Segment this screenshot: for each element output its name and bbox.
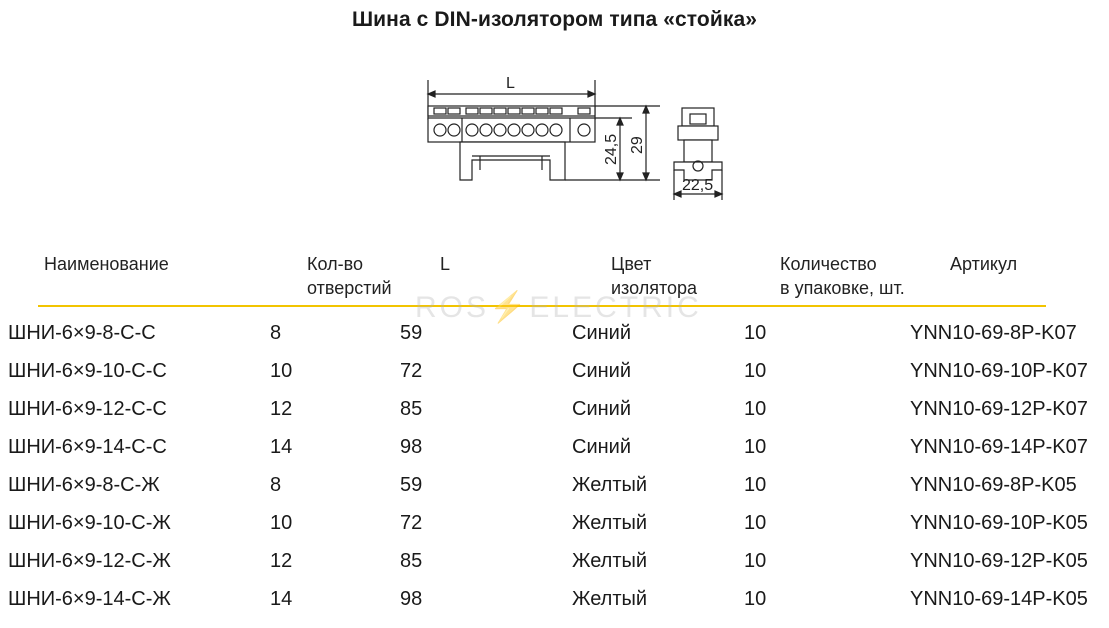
cell-article: YNN10-69-10P-K07 (910, 360, 1088, 382)
cell-length: 59 (400, 322, 423, 344)
header-length: L (440, 254, 451, 274)
front-view (426, 80, 660, 182)
cell-name: ШНИ-6×9-14-С-Ж (8, 588, 171, 610)
cell-color: Синий (572, 398, 632, 420)
cell-qty: 10 (744, 512, 767, 534)
cell-length: 85 (400, 550, 423, 572)
table-row: ШНИ-6×9-14-С-Ж 14 98 Желтый 10 YNN10-69-… (0, 588, 1109, 624)
header-color: Цвет изолятора (611, 254, 698, 298)
cell-color: Синий (572, 436, 632, 458)
cell-color: Желтый (572, 474, 648, 496)
cell-length: 98 (400, 436, 423, 458)
cell-length: 98 (400, 588, 423, 610)
cell-qty: 10 (744, 322, 767, 344)
cell-qty: 10 (744, 474, 767, 496)
dim-height-inner-label: 24,5 (603, 134, 620, 165)
holes (433, 123, 591, 137)
side-view (672, 107, 724, 200)
cell-qty: 10 (744, 360, 767, 382)
cell-length: 85 (400, 398, 423, 420)
busbar-drawing: L 24,5 29 22,5 (426, 75, 724, 200)
cell-qty: 10 (744, 550, 767, 572)
header-holes: Кол-во отверстий (307, 254, 392, 298)
table-row: ШНИ-6×9-10-С-Ж 10 72 Желтый 10 YNN10-69-… (0, 512, 1109, 548)
page-title: Шина с DIN-изолятором типа «стойка» (351, 8, 758, 31)
cell-holes: 8 (270, 474, 282, 496)
cell-color: Синий (572, 322, 632, 344)
cell-length: 59 (400, 474, 423, 496)
cell-name: ШНИ-6×9-10-С-Ж (8, 512, 171, 534)
cell-article: YNN10-69-14P-K05 (910, 588, 1088, 610)
header-article: Артикул (950, 254, 1018, 274)
cell-length: 72 (400, 360, 423, 382)
table-row: ШНИ-6×9-8-С-С 8 59 Синий 10 YNN10-69-8P-… (0, 322, 1109, 358)
cell-article: YNN10-69-14P-K07 (910, 436, 1088, 458)
dim-height-outer-label: 29 (629, 136, 646, 154)
header-divider (38, 305, 1046, 307)
cell-holes: 8 (270, 322, 282, 344)
header-qty: Количество в упаковке, шт. (780, 254, 905, 298)
cell-holes: 10 (270, 512, 293, 534)
cell-name: ШНИ-6×9-10-С-С (8, 360, 167, 382)
watermark: ROS⚡ELECTRIC (415, 291, 702, 324)
cell-article: YNN10-69-12P-K07 (910, 398, 1088, 420)
table-row: ШНИ-6×9-12-С-Ж 12 85 Желтый 10 YNN10-69-… (0, 550, 1109, 586)
cell-holes: 12 (270, 550, 293, 572)
dim-width-label: 22,5 (682, 177, 713, 194)
cell-holes: 10 (270, 360, 293, 382)
cell-holes: 12 (270, 398, 293, 420)
cell-length: 72 (400, 512, 423, 534)
cell-name: ШНИ-6×9-12-С-Ж (8, 550, 171, 572)
table-row: ШНИ-6×9-12-С-С 12 85 Синий 10 YNN10-69-1… (0, 398, 1109, 434)
cell-color: Желтый (572, 512, 648, 534)
cell-name: ШНИ-6×9-12-С-С (8, 398, 167, 420)
cell-article: YNN10-69-8P-K07 (910, 322, 1077, 344)
screw-slots (433, 107, 591, 115)
dim-length-label: L (506, 75, 515, 92)
bolt-icon: ⚡ (489, 291, 530, 324)
cell-holes: 14 (270, 588, 293, 610)
cell-article: YNN10-69-12P-K05 (910, 550, 1088, 572)
cell-holes: 14 (270, 436, 293, 458)
table-row: ШНИ-6×9-14-С-С 14 98 Синий 10 YNN10-69-1… (0, 436, 1109, 472)
cell-name: ШНИ-6×9-8-С-Ж (8, 474, 160, 496)
cell-name: ШНИ-6×9-8-С-С (8, 322, 156, 344)
header-name: Наименование (44, 254, 169, 274)
cell-qty: 10 (744, 398, 767, 420)
table-row: ШНИ-6×9-8-С-Ж 8 59 Желтый 10 YNN10-69-8P… (0, 474, 1109, 510)
cell-qty: 10 (744, 588, 767, 610)
cell-color: Синий (572, 360, 632, 382)
cell-article: YNN10-69-10P-K05 (910, 512, 1088, 534)
cell-article: YNN10-69-8P-K05 (910, 474, 1077, 496)
table-row: ШНИ-6×9-10-С-С 10 72 Синий 10 YNN10-69-1… (0, 360, 1109, 396)
cell-qty: 10 (744, 436, 767, 458)
cell-color: Желтый (572, 588, 648, 610)
cell-name: ШНИ-6×9-14-С-С (8, 436, 167, 458)
cell-color: Желтый (572, 550, 648, 572)
